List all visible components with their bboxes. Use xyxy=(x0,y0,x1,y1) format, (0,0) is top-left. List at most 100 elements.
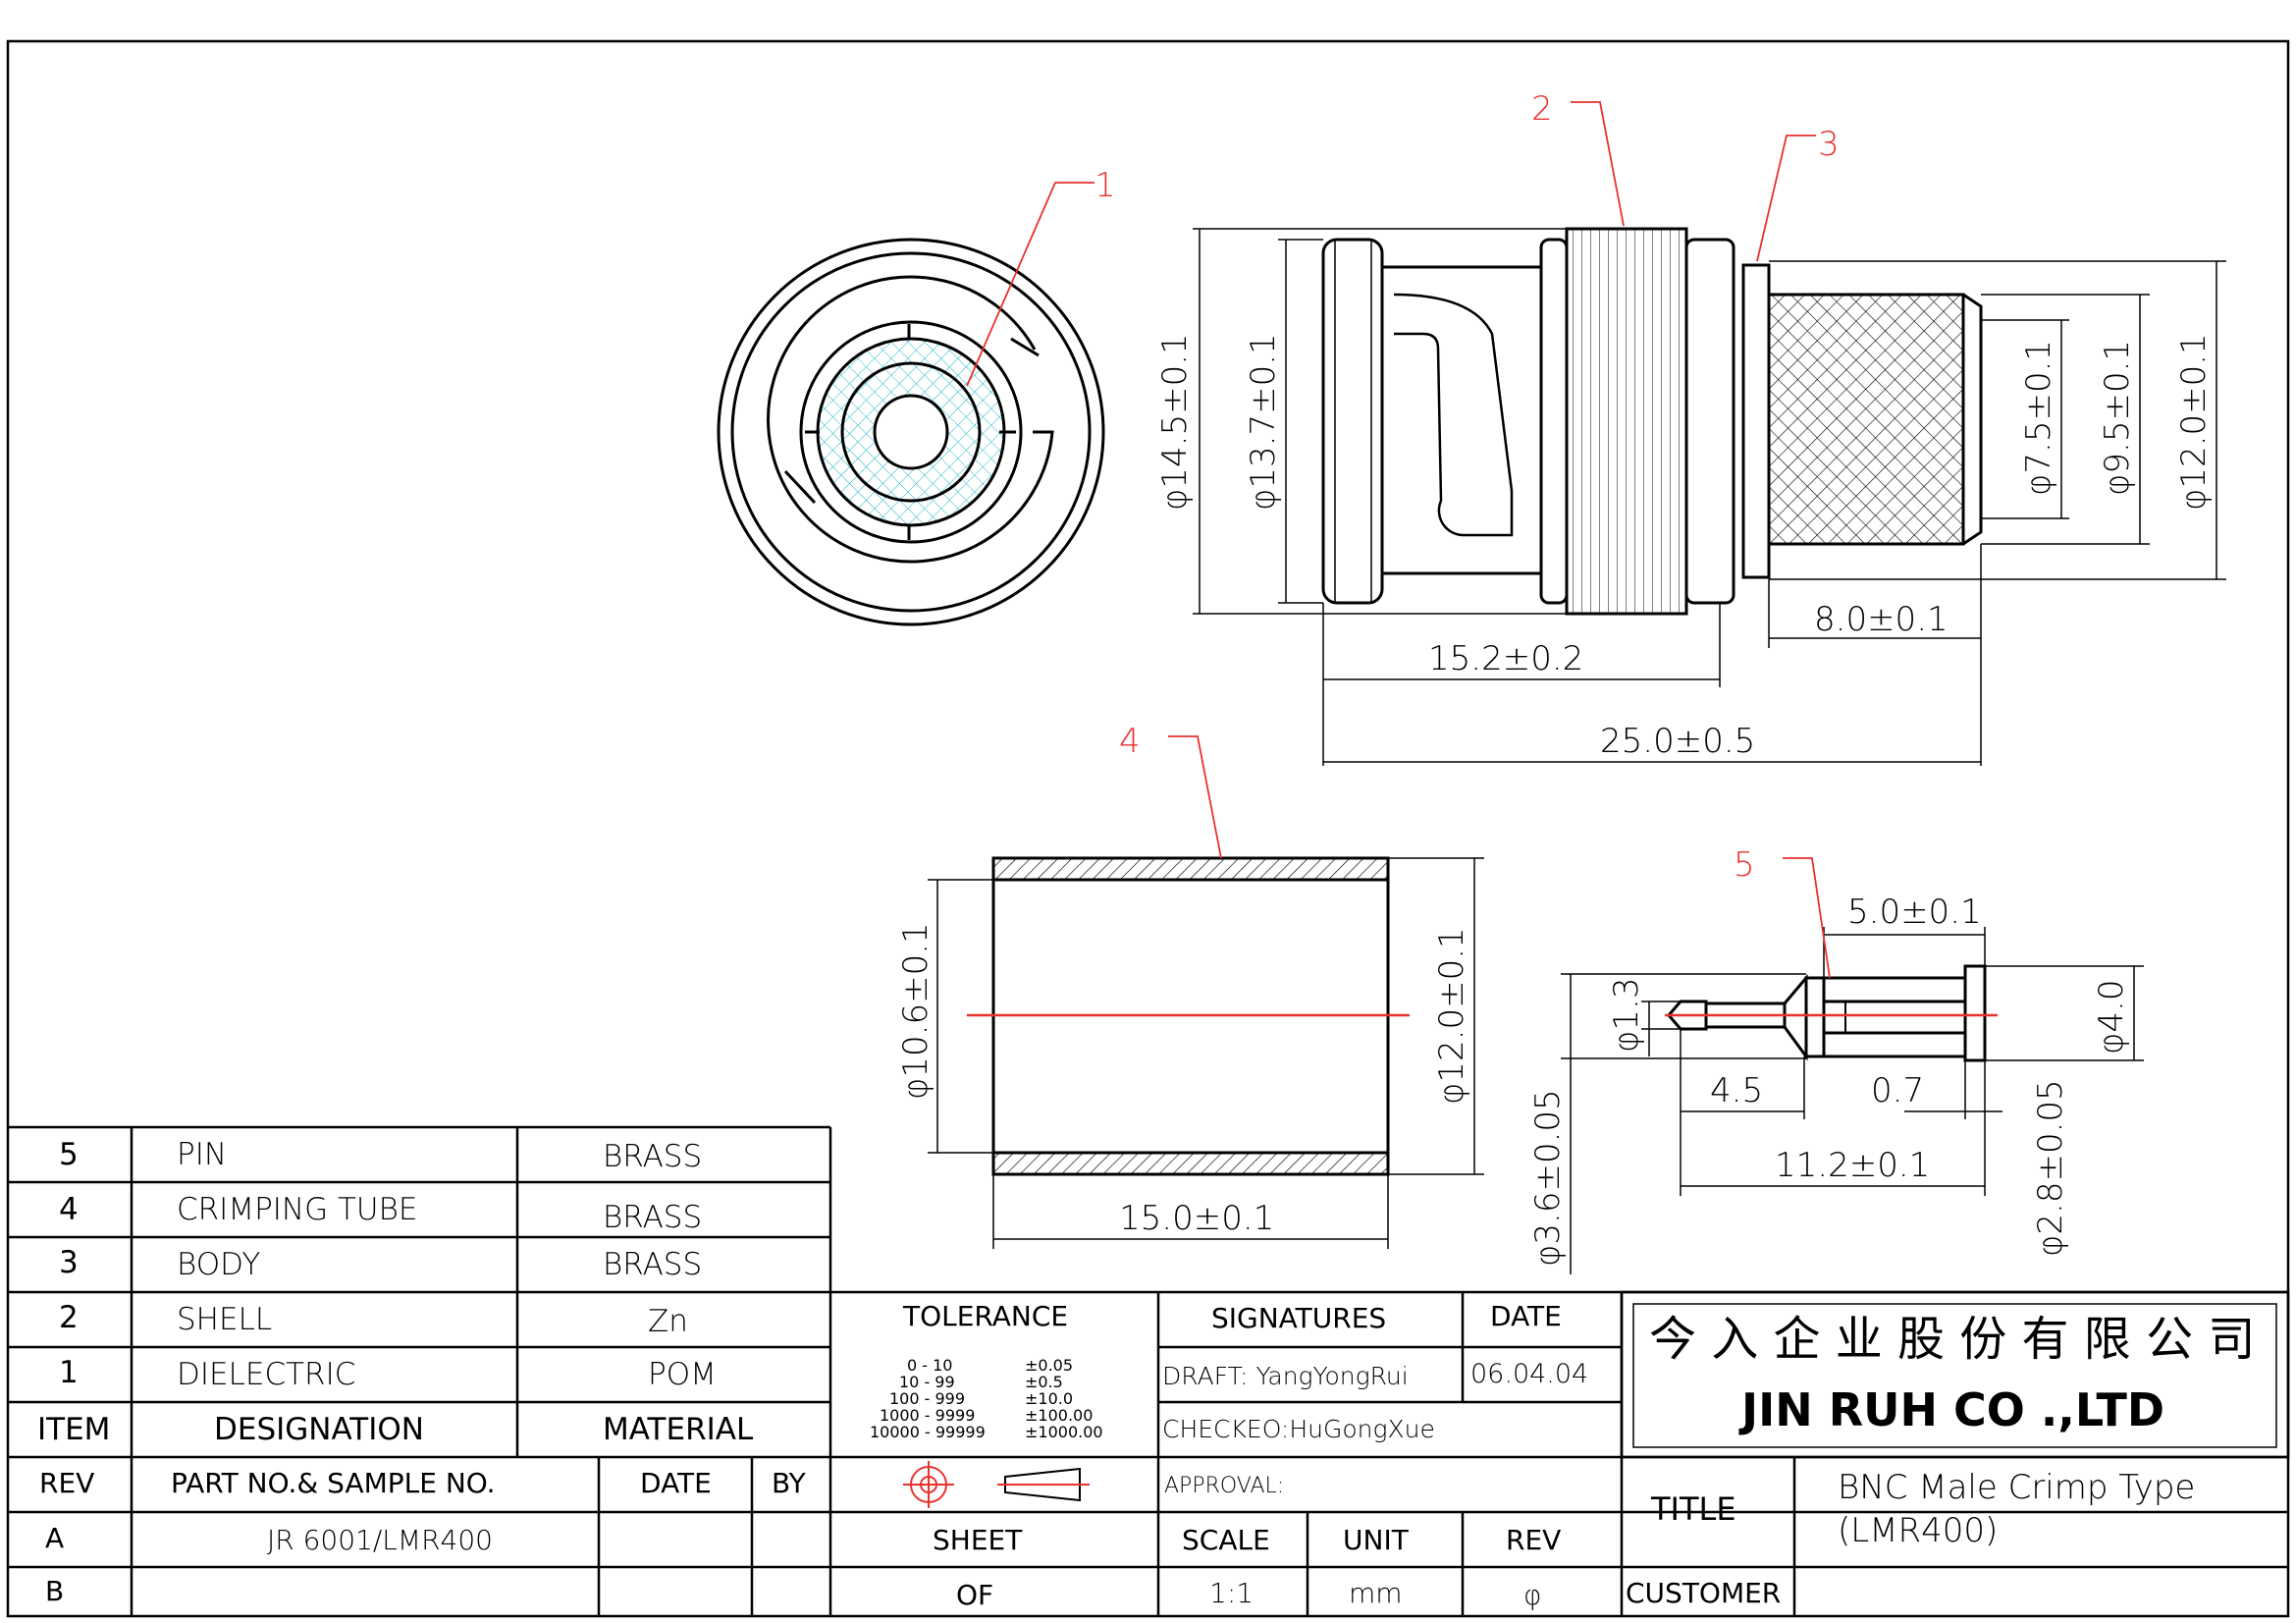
header-by: BY xyxy=(772,1467,807,1499)
tolerance-rows: 0 - 10 ±0.05 10 - 99 ±0.5 100 - 999 ±10.… xyxy=(870,1356,1103,1441)
side-view xyxy=(1321,227,1983,616)
sheet-label: SHEET xyxy=(933,1524,1023,1556)
dim-l45: 4.5 xyxy=(1710,1071,1763,1110)
balloon-3: 3 xyxy=(1818,125,1840,164)
bom-material: Zn xyxy=(648,1304,688,1339)
signatures-title: SIGNATURES xyxy=(1211,1302,1386,1334)
tolerance-title: TOLERANCE xyxy=(902,1300,1068,1332)
header-item: ITEM xyxy=(37,1412,110,1447)
pin xyxy=(1667,964,1987,1062)
revision-b: B xyxy=(45,1575,64,1607)
dim-l07: 0.7 xyxy=(1871,1071,1924,1110)
bom-material: BRASS xyxy=(603,1139,702,1174)
header-date: DATE xyxy=(640,1467,712,1499)
leader-4 xyxy=(1168,735,1222,859)
customer-label: CUSTOMER xyxy=(1626,1577,1781,1609)
side-view-dimensions xyxy=(1193,228,2226,766)
tolerance-value: ±100.00 xyxy=(1025,1406,1093,1425)
dim-l150: 15.0±0.1 xyxy=(1119,1199,1274,1238)
leader-5 xyxy=(1783,857,1831,979)
revision-a: A xyxy=(45,1522,64,1554)
bom-item: 3 xyxy=(59,1245,79,1280)
dim-l80: 8.0±0.1 xyxy=(1814,600,1949,639)
scale-label: SCALE xyxy=(1182,1524,1270,1556)
leader-3 xyxy=(1756,135,1816,262)
bom-table-grid xyxy=(8,1125,832,1616)
bom-material: BRASS xyxy=(603,1200,702,1235)
approval-label: APPROVAL: xyxy=(1164,1474,1284,1498)
tolerance-range: 1000 - 9999 xyxy=(880,1406,975,1425)
bom-row: 3 BODY BRASS xyxy=(59,1245,702,1282)
tolerance-value: ±10.0 xyxy=(1025,1389,1073,1408)
dim-d145: φ14.5±0.1 xyxy=(1155,333,1195,511)
bom-row: 2 SHELL Zn xyxy=(59,1300,688,1339)
dim-d120b: φ12.0±0.1 xyxy=(1432,927,1471,1105)
bom-row: 4 CRIMPING TUBE BRASS xyxy=(59,1192,702,1235)
drawing-title-line2: (LMR400) xyxy=(1838,1511,1998,1550)
date-title: DATE xyxy=(1490,1300,1562,1332)
company-chinese-name: 今 入 企 业 股 份 有 限 公 司 xyxy=(1649,1312,2255,1367)
rev-label: REV xyxy=(1506,1524,1561,1556)
balloon-4: 4 xyxy=(1119,722,1141,761)
header-rev: REV xyxy=(39,1467,94,1499)
scale-value: 1:1 xyxy=(1209,1577,1254,1609)
bom-designation: DIELECTRIC xyxy=(177,1357,355,1392)
bom-item: 5 xyxy=(59,1137,79,1172)
balloon-1: 1 xyxy=(1095,166,1116,205)
bom-designation: SHELL xyxy=(177,1302,272,1337)
revision-a-part: JR 6001/LMR400 xyxy=(267,1524,493,1556)
dim-l152: 15.2±0.2 xyxy=(1428,639,1583,678)
bom-item: 4 xyxy=(59,1192,79,1227)
bom-designation: PIN xyxy=(177,1137,227,1172)
of-label: OF xyxy=(956,1579,993,1611)
dim-d120a: φ12.0±0.1 xyxy=(2174,333,2214,511)
dim-d36: φ3.6±0.05 xyxy=(1528,1089,1568,1267)
dim-l112: 11.2±0.1 xyxy=(1775,1146,1930,1185)
balloon-2: 2 xyxy=(1531,89,1553,129)
bom-material: POM xyxy=(648,1357,717,1392)
projection-symbol-icon xyxy=(903,1461,1090,1508)
header-material: MATERIAL xyxy=(603,1412,754,1447)
revision-grid xyxy=(8,1290,2290,1616)
header-part: PART NO.& SAMPLE NO. xyxy=(171,1467,496,1499)
dim-d28: φ2.8±0.05 xyxy=(2031,1079,2070,1257)
tolerance-range: 100 - 999 xyxy=(889,1389,965,1408)
rev-value: φ xyxy=(1523,1579,1541,1611)
header-designation: DESIGNATION xyxy=(214,1412,424,1447)
unit-value: mm xyxy=(1349,1577,1403,1609)
dim-d137: φ13.7±0.1 xyxy=(1244,333,1283,511)
tolerance-range: 10 - 99 xyxy=(899,1373,955,1391)
dim-l50: 5.0±0.1 xyxy=(1847,893,1982,932)
tolerance-value: ±0.05 xyxy=(1025,1356,1073,1375)
leader-2 xyxy=(1571,101,1625,227)
bom-row: 1 DIELECTRIC POM xyxy=(59,1355,717,1392)
drawing-title-line1: BNC Male Crimp Type xyxy=(1838,1468,2195,1507)
bom-rows: 5 PIN BRASS 4 CRIMPING TUBE BRASS 3 BODY… xyxy=(59,1137,717,1392)
tolerance-value: ±0.5 xyxy=(1025,1373,1063,1391)
front-view xyxy=(717,238,1105,626)
dim-l250: 25.0±0.5 xyxy=(1600,722,1755,761)
dim-d106: φ10.6±0.1 xyxy=(896,922,935,1100)
bom-item: 1 xyxy=(59,1355,79,1390)
checked-signature: CHECKEO:HuGongXue xyxy=(1162,1415,1435,1443)
title-label: TITLE xyxy=(1650,1490,1736,1528)
dim-d75: φ7.5±0.1 xyxy=(2019,340,2058,496)
tolerance-range: 10000 - 99999 xyxy=(870,1423,986,1441)
dim-d40: φ4.0 xyxy=(2092,980,2131,1055)
bom-designation: BODY xyxy=(177,1247,260,1282)
bom-designation: CRIMPING TUBE xyxy=(177,1192,418,1227)
bom-row: 5 PIN BRASS xyxy=(59,1137,702,1174)
company-english-name: JIN RUH CO .,LTD xyxy=(1738,1383,2164,1436)
bom-item: 2 xyxy=(59,1300,79,1335)
tolerance-value: ±1000.00 xyxy=(1025,1423,1103,1441)
bom-material: BRASS xyxy=(603,1247,702,1282)
dim-d95: φ9.5±0.1 xyxy=(2098,340,2137,496)
leader-1 xyxy=(966,182,1095,387)
drawing-border xyxy=(6,39,2290,1618)
draft-signature: DRAFT: YangYongRui xyxy=(1162,1362,1409,1390)
balloon-5: 5 xyxy=(1734,845,1755,885)
draft-date: 06.04.04 xyxy=(1470,1359,1588,1389)
tolerance-range: 0 - 10 xyxy=(907,1356,952,1375)
unit-label: UNIT xyxy=(1343,1524,1410,1556)
